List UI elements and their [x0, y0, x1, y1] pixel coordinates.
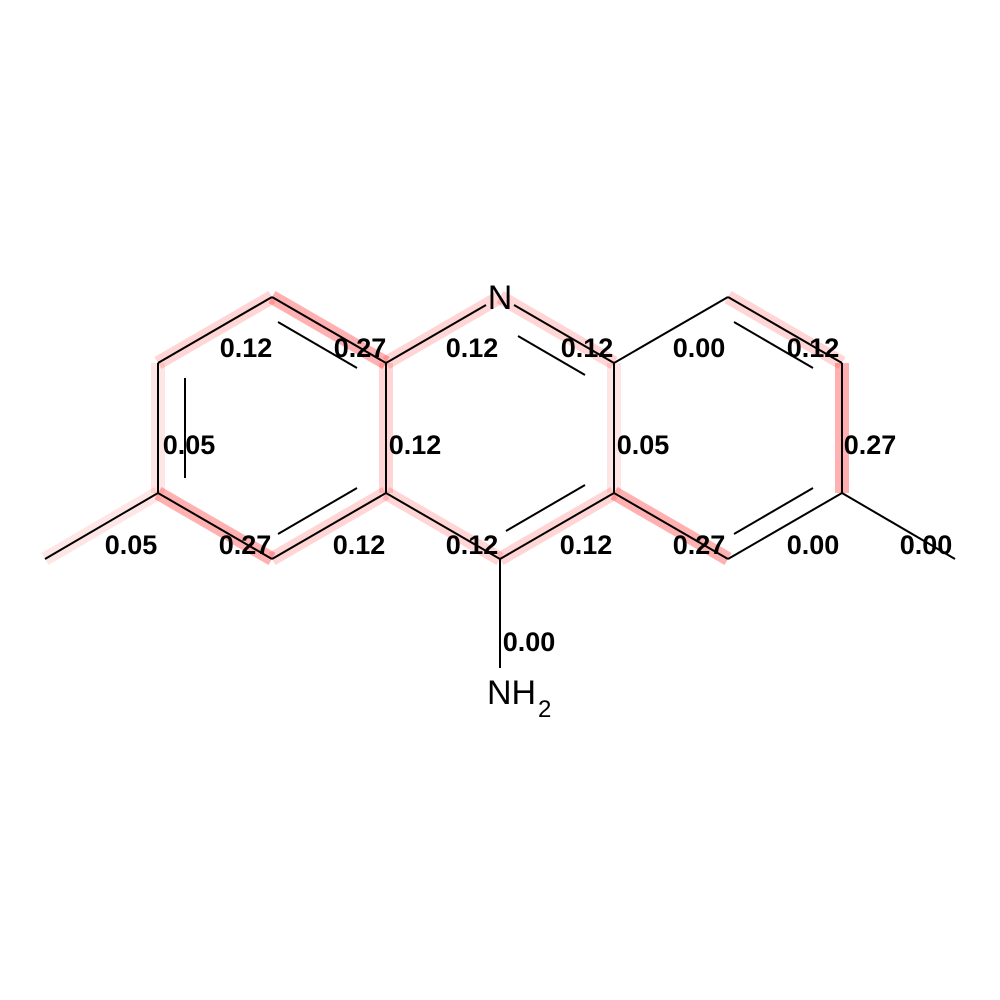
bond-value-label: 0.12	[220, 333, 273, 363]
atom-label-nh2: NH	[487, 674, 536, 712]
bond-line	[271, 296, 387, 364]
bond-value-label: 0.12	[446, 530, 499, 560]
bond-value-label: 0.05	[105, 530, 158, 560]
bond-line	[277, 321, 358, 369]
atom-labels: N NH 2	[487, 279, 551, 723]
bond-value-label: 0.00	[673, 333, 726, 363]
bond-line	[157, 296, 273, 364]
bond-line	[613, 492, 729, 560]
bond-value-label: 0.27	[334, 333, 387, 363]
atom-label-n: N	[488, 279, 513, 317]
bond-value-label: 0.12	[787, 333, 840, 363]
bond-value-label: 0.05	[163, 430, 216, 460]
bond-line	[277, 487, 358, 535]
bond-line	[517, 335, 586, 376]
bond-line	[841, 492, 956, 560]
bond-value-label: 0.12	[561, 333, 614, 363]
bond-value-label: 0.12	[333, 530, 386, 560]
bond-line	[385, 492, 501, 560]
bond-value-label: 0.00	[503, 627, 556, 657]
bond-value-labels: 0.12 0.27 0.12 0.12 0.00 0.12 0.05 0.12 …	[105, 333, 953, 657]
atom-label-subscript: 2	[538, 696, 551, 723]
bond-line	[727, 296, 843, 364]
bond-line	[385, 304, 487, 364]
bond-lines	[44, 296, 956, 668]
bond-line	[499, 492, 615, 560]
bond-value-label: 0.00	[787, 530, 840, 560]
bond-line	[505, 484, 586, 532]
bond-line	[733, 487, 814, 535]
bond-value-label: 0.12	[560, 530, 613, 560]
bond-value-label: 0.27	[673, 530, 726, 560]
bond-line	[513, 304, 615, 364]
bond-value-label: 0.05	[617, 430, 670, 460]
bond-value-label: 0.00	[900, 530, 953, 560]
bond-line	[613, 296, 729, 364]
bond-line	[157, 492, 273, 560]
bond-line	[733, 321, 814, 369]
bond-value-label: 0.27	[844, 430, 897, 460]
bond-line	[271, 492, 387, 560]
bond-line	[727, 492, 843, 560]
bond-value-label: 0.27	[219, 530, 272, 560]
bond-line	[44, 492, 159, 560]
bond-value-label: 0.12	[446, 333, 499, 363]
bond-value-label: 0.12	[389, 430, 442, 460]
